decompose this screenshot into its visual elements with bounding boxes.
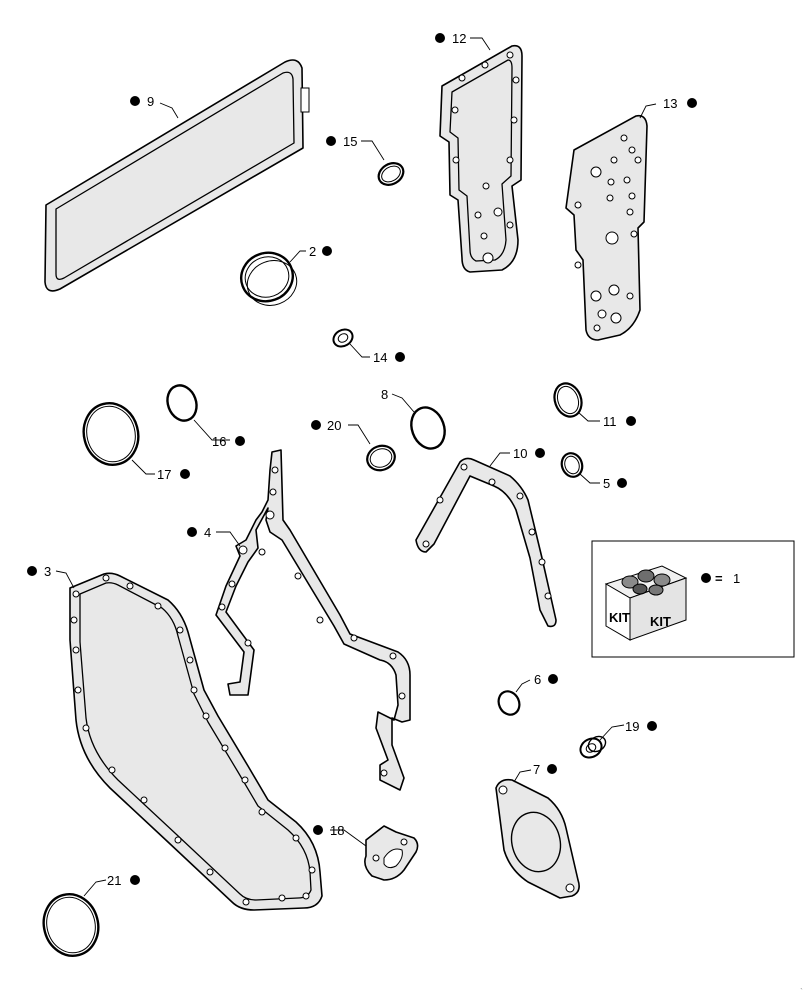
kit-label-right: KIT <box>650 614 671 629</box>
callout-16-text: 16 <box>212 434 226 449</box>
part-19-seal-washer <box>579 735 607 759</box>
callout-3-text: 3 <box>44 564 51 579</box>
callout-9-text: 9 <box>147 94 154 109</box>
part-4-front-cover-gasket <box>215 449 411 791</box>
callout-16: 16 <box>212 434 245 449</box>
leader-lines <box>55 37 657 897</box>
kit-legend: KIT KIT = 1 <box>591 540 795 658</box>
part-11-seal-ring <box>553 382 583 418</box>
part-8-o-ring <box>410 406 446 450</box>
part-5-o-ring <box>560 452 584 478</box>
callout-labels: 9 12 13 15 2 14 8 16 20 11 17 10 5 4 3 6… <box>27 31 697 888</box>
callout-11: 11 <box>603 414 636 429</box>
callout-8: 8 <box>381 387 388 402</box>
part-9-rocker-cover-gasket <box>44 59 310 292</box>
callout-18: 18 <box>313 823 344 838</box>
callout-15-text: 15 <box>343 134 357 149</box>
callout-12: 12 <box>435 31 466 46</box>
callout-5: 5 <box>603 476 627 491</box>
callout-19: 19 <box>625 719 657 734</box>
part-2-seal-ring <box>240 251 298 306</box>
callout-21-text: 21 <box>107 873 121 888</box>
callout-12-text: 12 <box>452 31 466 46</box>
kit-label-left: KIT <box>609 610 630 625</box>
callout-15: 15 <box>326 134 357 149</box>
callout-13: 13 <box>663 96 697 111</box>
part-20-seal-ring <box>366 444 396 472</box>
callout-9: 9 <box>130 94 154 109</box>
callout-2-text: 2 <box>309 244 316 259</box>
callout-17: 17 <box>157 467 190 482</box>
callout-10-text: 10 <box>513 446 527 461</box>
callout-6-text: 6 <box>534 672 541 687</box>
callout-2: 2 <box>309 244 332 259</box>
callout-17-text: 17 <box>157 467 171 482</box>
part-3-gear-housing-gasket <box>69 572 323 911</box>
callout-14: 14 <box>373 350 405 365</box>
kit-equals-sign: = <box>715 571 723 586</box>
part-14-seal-washer <box>332 328 354 348</box>
callout-20: 20 <box>311 418 341 433</box>
callout-13-text: 13 <box>663 96 677 111</box>
part-17-seal-ring <box>82 402 140 466</box>
part-13-cooler-core-gasket <box>565 114 648 341</box>
part-21-seal-ring <box>42 893 100 957</box>
part-18-small-flange-gasket <box>364 825 419 881</box>
callout-4-text: 4 <box>204 525 211 540</box>
callout-19-text: 19 <box>625 719 639 734</box>
part-7-flange-gasket <box>495 778 580 899</box>
callout-10: 10 <box>513 446 545 461</box>
callout-4: 4 <box>187 525 211 540</box>
callout-7-text: 7 <box>533 762 540 777</box>
corner-mark: ` <box>800 987 803 997</box>
callout-20-text: 20 <box>327 418 341 433</box>
part-10-arch-gasket <box>415 457 557 628</box>
part-16-o-ring <box>166 384 198 422</box>
part-6-o-ring <box>497 690 521 716</box>
callout-14-text: 14 <box>373 350 387 365</box>
callout-6: 6 <box>534 672 558 687</box>
kit-box-icon: KIT KIT <box>604 565 688 641</box>
callout-18-text: 18 <box>330 823 344 838</box>
callout-8-text: 8 <box>381 387 388 402</box>
part-12-oil-cooler-gasket <box>439 44 523 273</box>
callout-7: 7 <box>533 762 557 777</box>
part-15-o-ring <box>377 162 405 186</box>
callout-3: 3 <box>27 564 51 579</box>
kit-part-number: 1 <box>733 571 740 586</box>
callout-11-text: 11 <box>603 414 617 429</box>
callout-5-text: 5 <box>603 476 610 491</box>
callout-21: 21 <box>107 873 140 888</box>
